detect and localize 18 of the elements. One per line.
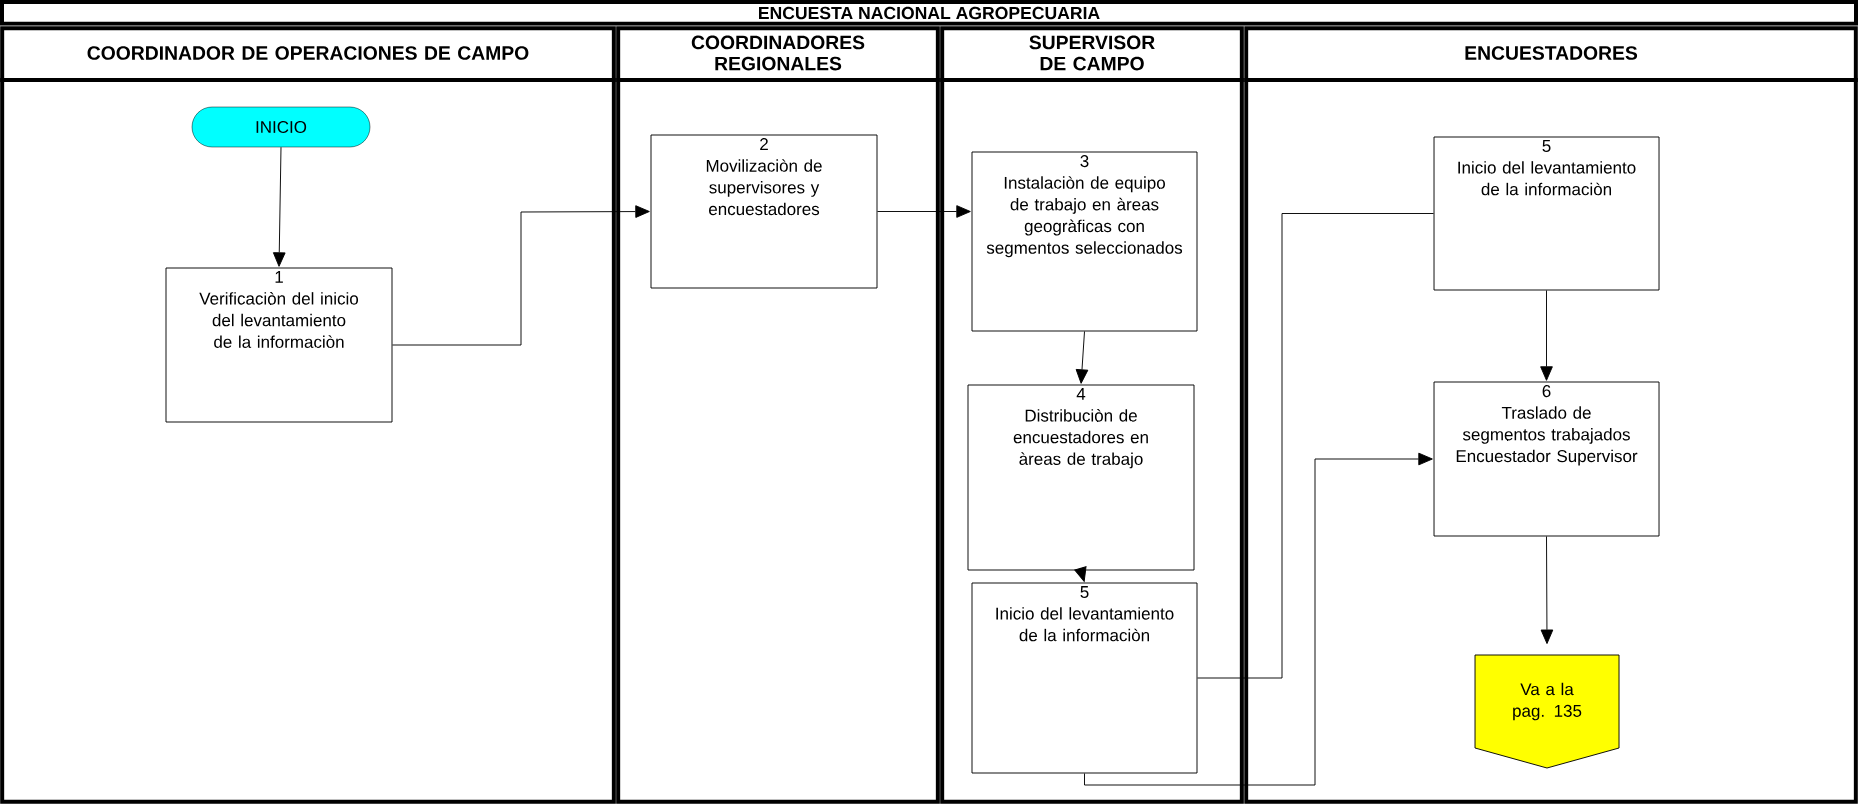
- arrow: [1540, 290, 1553, 381]
- start-terminal: INICIO: [191, 106, 371, 148]
- process-box: 2 Movilizaciòn de supervisores y encuestadores: [650, 134, 878, 289]
- process-box: 3 Instalaciòn de equipo de trabajo en àreas geogràficas con segmentos seleccionados: [971, 151, 1198, 332]
- process-box: 6 Traslado de segmentos trabajados Encuestador Supervisor: [1433, 381, 1660, 537]
- process-box: 4 Distribuciòn de encuestadores en àreas de trabajo: [967, 384, 1195, 571]
- arrow: [392, 205, 650, 346]
- arrow: [1084, 452, 1433, 786]
- arrow: [1074, 566, 1087, 582]
- process-box: 5 Inicio del levantamiento de la informaciòn: [971, 582, 1198, 774]
- title: ENCUESTA NACIONAL AGROPECUARIA: [759, 6, 1100, 20]
- off-page-connector: Va a la pag. 135: [1474, 654, 1620, 769]
- process-box: 1 Verificaciòn del inicio del levantamiento de la informaciòn: [165, 267, 393, 423]
- arrow: [877, 205, 971, 218]
- arrow: [1075, 331, 1089, 384]
- arrow: [272, 146, 286, 267]
- process-box: 5 Inicio del levantamiento de la informaciòn: [1433, 136, 1660, 291]
- arrow: [1540, 536, 1554, 645]
